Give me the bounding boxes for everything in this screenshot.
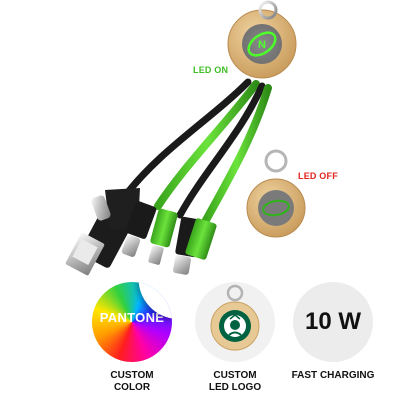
led-off-label: LED OFF <box>298 171 338 181</box>
pantone-color-icon: PANTONE <box>92 282 172 362</box>
cable-bundle <box>121 78 272 226</box>
led-pendant-on: N <box>227 9 297 79</box>
led-on-label: LED ON <box>193 65 229 75</box>
multi-charging-cable-icon: N <box>65 0 306 276</box>
badge-caption: CUSTOM LED LOGO <box>208 370 262 393</box>
green-plug-connector <box>185 218 217 260</box>
feature-badges: PANTONE CUSTOM COLOR CUSTOM LED LOGO <box>0 282 400 400</box>
badge-caption: FAST CHARGING <box>291 370 375 381</box>
usb-c-connector <box>121 201 157 257</box>
pantone-badge-text: PANTONE <box>99 310 165 325</box>
wattage-text: 10 W <box>304 308 361 335</box>
logo-keyring-svg <box>210 284 260 351</box>
badge-custom-led-logo: CUSTOM LED LOGO <box>192 282 278 394</box>
badge-custom-color: PANTONE CUSTOM COLOR <box>89 282 175 394</box>
badge-fast-charging: 10 W FAST CHARGING <box>290 282 376 382</box>
starbucks-logo-keyring-icon <box>195 282 275 362</box>
badge-caption: CUSTOM COLOR <box>110 370 154 393</box>
power-badge-icon: 10 W <box>293 282 373 362</box>
keyring-icon <box>258 0 278 20</box>
led-pendant-off <box>246 149 306 238</box>
lightning-connector <box>148 208 178 265</box>
svg-text:N: N <box>258 39 266 51</box>
